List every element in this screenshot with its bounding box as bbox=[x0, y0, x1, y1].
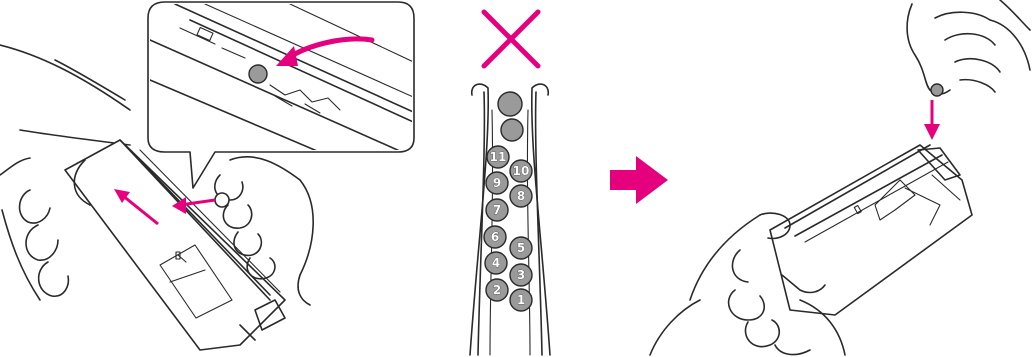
step-3-panel bbox=[650, 0, 1030, 355]
down-arrow-icon bbox=[924, 100, 940, 140]
ball-label-6: 6 bbox=[491, 230, 499, 244]
ball-label-8: 8 bbox=[517, 189, 525, 203]
step-2-panel: 11 10 9 8 7 6 5 4 3 2 1 bbox=[470, 12, 550, 355]
ball-label-10: 10 bbox=[513, 164, 530, 178]
ball-channel bbox=[470, 84, 550, 355]
step-1-panel bbox=[0, 2, 420, 350]
cross-mark-icon bbox=[484, 12, 538, 66]
arrow-right-icon bbox=[610, 156, 668, 204]
ball-label-4: 4 bbox=[492, 256, 500, 270]
ball-label-1: 1 bbox=[517, 293, 525, 307]
hand-dropping-ball bbox=[907, 0, 1030, 96]
ball-label-7: 7 bbox=[493, 203, 501, 217]
ball-label-2: 2 bbox=[493, 283, 501, 297]
ball-label-9: 9 bbox=[493, 176, 501, 190]
toner-cartridge-left bbox=[65, 140, 285, 350]
numbered-balls: 11 10 9 8 7 6 5 4 3 2 1 bbox=[484, 146, 532, 311]
ball-label-11: 11 bbox=[490, 150, 507, 164]
ball-label-3: 3 bbox=[517, 268, 525, 282]
ball-label-5: 5 bbox=[517, 241, 525, 255]
magnifier-callout bbox=[148, 2, 420, 188]
